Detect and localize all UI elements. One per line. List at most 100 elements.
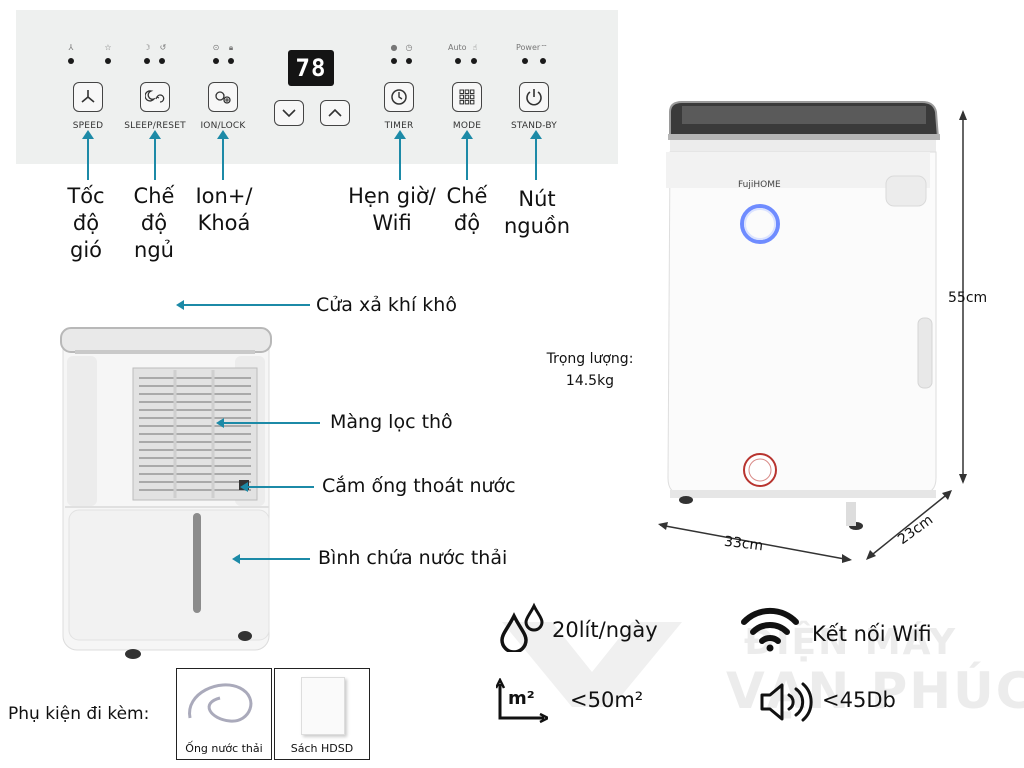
caption-sleep: Chế độ ngủ bbox=[118, 183, 190, 264]
accessory-hose: Ống nước thải bbox=[176, 668, 272, 760]
led-mode bbox=[471, 58, 477, 64]
caption-sleep-line1: Chế bbox=[133, 184, 175, 208]
caption-speed-line2: độ bbox=[72, 211, 100, 235]
accessories-title: Phụ kiện đi kèm: bbox=[8, 704, 150, 724]
clock-small-icon: ◷ bbox=[405, 43, 413, 52]
star-small-icon: ☆ bbox=[104, 43, 112, 52]
speaker-icon bbox=[760, 682, 813, 722]
led-speed-1 bbox=[68, 58, 74, 64]
auto-indicator-label: Auto bbox=[448, 43, 467, 52]
sleep-arrow bbox=[149, 130, 161, 180]
speed-button[interactable] bbox=[73, 82, 103, 112]
sleep-reset-icon bbox=[145, 90, 165, 103]
caption-ion-line2: Khoá bbox=[197, 211, 251, 235]
led-reset bbox=[159, 58, 165, 64]
chevron-up-icon bbox=[328, 108, 342, 117]
drop-small-icon: ● bbox=[390, 43, 398, 52]
filter-pointer bbox=[216, 418, 320, 428]
ion-arrow bbox=[217, 130, 229, 180]
wifi-icon bbox=[741, 607, 799, 652]
mode-button[interactable] bbox=[452, 82, 482, 112]
ion-lock-icon bbox=[215, 91, 231, 104]
height-dimension: 55cm bbox=[948, 290, 988, 306]
timer-label: TIMER bbox=[384, 121, 414, 131]
caption-sleep-line3: ngủ bbox=[134, 238, 174, 262]
lock-small-icon: 🔒︎ bbox=[228, 43, 234, 52]
noise-text: <45Db bbox=[822, 688, 896, 712]
wifi-text: Kết nối Wifi bbox=[812, 622, 932, 646]
weight-value: 14.5kg bbox=[565, 373, 615, 389]
standby-button[interactable] bbox=[519, 82, 549, 112]
reset-small-icon: ↺ bbox=[159, 43, 167, 52]
outlet-pointer bbox=[176, 300, 310, 310]
timer-button[interactable] bbox=[384, 82, 414, 112]
led-speed-2 bbox=[105, 58, 111, 64]
hose-label: Ống nước thải bbox=[185, 742, 263, 755]
led-lock bbox=[228, 58, 234, 64]
speed-label: SPEED bbox=[72, 121, 104, 131]
capacity-text: 20lít/ngày bbox=[552, 618, 658, 642]
filter-label: Màng lọc thô bbox=[330, 411, 453, 433]
watermark-logo bbox=[502, 622, 682, 707]
drain-pointer bbox=[240, 482, 314, 492]
timer-arrow bbox=[394, 130, 406, 180]
control-panel: ⅄ ☆ ☽ ↺ ⊙ 🔒︎ ● ◷ Auto ☝ Power ⌔ 78 bbox=[16, 10, 618, 164]
weight-label: Trọng lượng: bbox=[546, 351, 634, 367]
caption-speed-line3: gió bbox=[69, 238, 102, 262]
moon-small-icon: ☽ bbox=[143, 43, 151, 52]
digital-display: 78 bbox=[288, 50, 334, 86]
ion-lock-button[interactable] bbox=[208, 82, 238, 112]
led-power bbox=[522, 58, 528, 64]
sleep-reset-button[interactable] bbox=[140, 82, 170, 112]
device-back-illustration bbox=[60, 327, 272, 659]
caption-ion: Ion+/ Khoá bbox=[186, 183, 262, 237]
power-arrow bbox=[530, 130, 542, 180]
accessory-manual: Sách HDSD bbox=[274, 668, 370, 760]
tank-label: Bình chứa nước thải bbox=[318, 547, 508, 569]
drain-label: Cắm ống thoát nước bbox=[322, 475, 516, 497]
caption-timer: Hẹn giờ/ Wifi bbox=[342, 183, 442, 237]
area-icon: m² bbox=[496, 678, 548, 724]
standby-label: STAND-BY bbox=[510, 121, 558, 131]
area-frame-icon bbox=[496, 678, 548, 724]
ion-lock-label: ION/LOCK bbox=[200, 121, 246, 131]
up-button[interactable] bbox=[320, 100, 350, 126]
sleep-reset-label: SLEEP/RESET bbox=[124, 121, 186, 131]
caption-mode-line1: Chế bbox=[446, 184, 488, 208]
area-text: <50m² bbox=[570, 688, 644, 712]
power-icon bbox=[526, 89, 542, 106]
dimension-lines bbox=[658, 110, 967, 563]
hand-small-icon: ☝ bbox=[472, 43, 478, 52]
speed-arrow bbox=[82, 130, 94, 180]
caption-ion-line1: Ion+/ bbox=[195, 184, 253, 208]
manual-label: Sách HDSD bbox=[290, 742, 354, 755]
caption-timer-line2: Wifi bbox=[372, 211, 412, 235]
tank-pointer bbox=[232, 554, 310, 564]
brand-logo: FujiHOME bbox=[738, 180, 781, 190]
caption-mode-line2: độ bbox=[453, 211, 481, 235]
led-timer-2 bbox=[406, 58, 412, 64]
caption-power-line1: Nút bbox=[518, 187, 556, 211]
water-drops-icon bbox=[500, 602, 544, 652]
down-button[interactable] bbox=[274, 100, 304, 126]
fan-icon bbox=[81, 90, 95, 103]
caption-sleep-line2: độ bbox=[140, 211, 168, 235]
area-icon-text: m² bbox=[508, 688, 535, 709]
caption-speed: Tốc độ gió bbox=[50, 183, 122, 264]
led-ion bbox=[213, 58, 219, 64]
chevron-down-icon bbox=[282, 109, 296, 118]
wifi-small-icon: ⌔ bbox=[540, 43, 548, 52]
caption-timer-line1: Hẹn giờ/ bbox=[348, 184, 436, 208]
mode-label: MODE bbox=[452, 121, 482, 131]
caption-power: Nút nguồn bbox=[497, 186, 577, 240]
weight-info: Trọng lượng: 14.5kg bbox=[534, 348, 646, 392]
manual-icon bbox=[301, 677, 345, 735]
timer-icon bbox=[391, 89, 407, 105]
led-wifi bbox=[540, 58, 546, 64]
led-auto bbox=[455, 58, 461, 64]
mode-arrow bbox=[461, 130, 473, 180]
caption-mode: Chế độ bbox=[436, 183, 498, 237]
outlet-label: Cửa xả khí khô bbox=[316, 294, 457, 316]
caption-power-line2: nguồn bbox=[503, 214, 571, 238]
grid-icon bbox=[459, 89, 475, 105]
